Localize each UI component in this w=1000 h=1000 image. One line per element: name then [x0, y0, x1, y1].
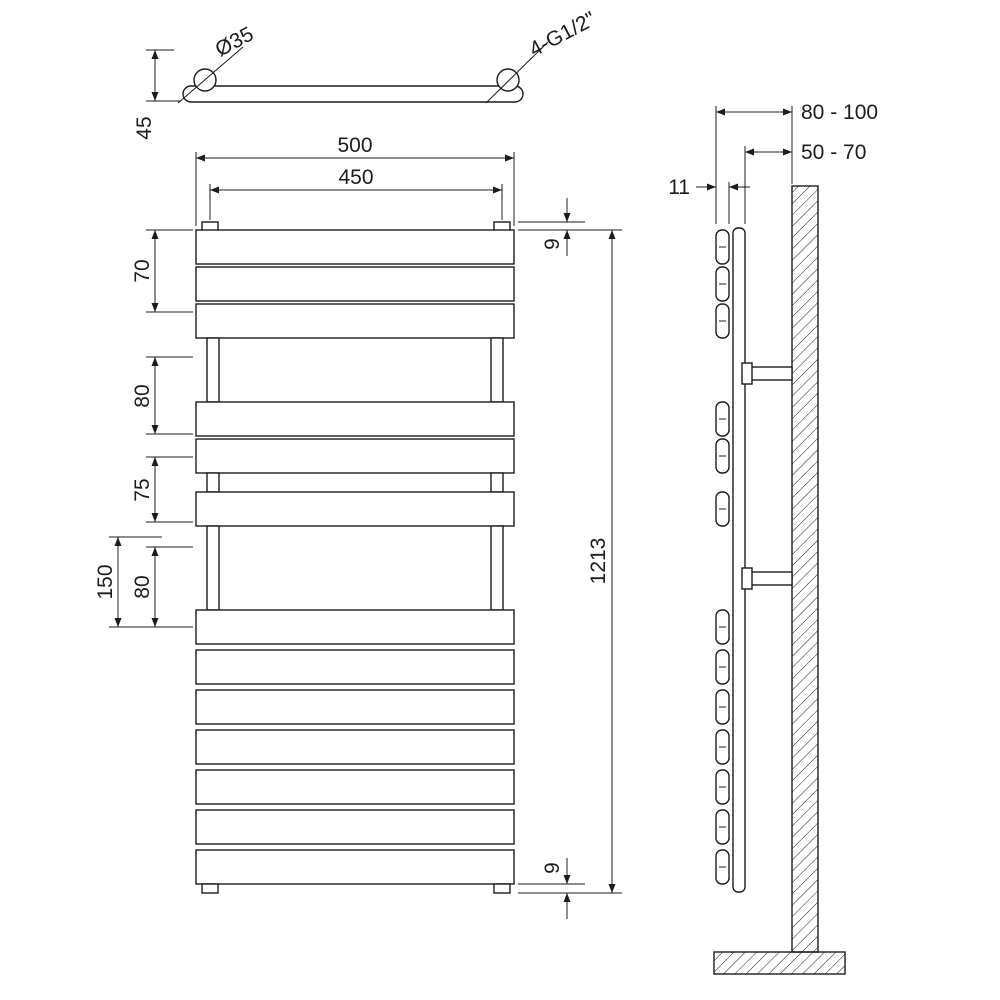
bottom-left-tab: [201, 883, 219, 894]
dim9top-label: 9: [541, 238, 564, 250]
top-view-rail: [182, 85, 524, 103]
riser-tube: [490, 472, 504, 493]
dim80b-label: 80: [131, 575, 154, 598]
bracket-clamp: [741, 567, 753, 590]
dim450-label: 450: [338, 166, 373, 189]
panel: [195, 303, 515, 339]
panel: [195, 266, 515, 302]
bottom-right-tab: [493, 883, 511, 894]
diameter-label: Ø35: [212, 22, 258, 61]
floor-section: [713, 951, 846, 975]
wall-section: [791, 185, 819, 953]
panel: [195, 649, 515, 685]
riser-tube: [490, 525, 504, 611]
dim50-70-label: 50 - 70: [801, 141, 866, 164]
diameter-leader-line: [177, 46, 244, 104]
side-view-dimensions: 80 - 100 50 - 70 11: [668, 101, 878, 224]
dim1213-label: 1213: [587, 538, 610, 585]
dim500-label: 500: [337, 134, 372, 157]
panel: [195, 689, 515, 725]
dim11-label: 11: [668, 176, 690, 199]
riser-tube: [206, 525, 220, 611]
riser-tube: [206, 472, 220, 493]
thread-label: 4-G1/2": [526, 7, 600, 61]
dim80a-label: 80: [131, 384, 154, 407]
panel: [195, 809, 515, 845]
panel: [195, 438, 515, 474]
dim9bot-label: 9: [541, 862, 564, 874]
dim80-100-label: 80 - 100: [801, 101, 878, 124]
riser-tube: [490, 337, 504, 403]
top-view: Ø35 4-G1/2" 45: [133, 7, 600, 139]
panel-sections: [715, 229, 730, 885]
side-view: [713, 185, 846, 975]
panel: [195, 229, 515, 265]
dim150-label: 150: [94, 564, 117, 599]
panel: [195, 401, 515, 437]
panel: [195, 609, 515, 645]
front-view: [195, 221, 515, 894]
collector-tube: [732, 227, 746, 893]
dim70-label: 70: [131, 259, 154, 282]
panel: [195, 769, 515, 805]
dim45-label: 45: [133, 116, 156, 139]
panel: [195, 849, 515, 885]
panel: [195, 729, 515, 765]
bracket-clamp: [741, 362, 753, 385]
riser-tube: [206, 337, 220, 403]
dim75-label: 75: [131, 478, 154, 501]
right-inlet-circle: [496, 68, 520, 92]
panel: [195, 491, 515, 527]
front-view-dimensions: 500 450 70 80 75 80 150 9: [94, 134, 622, 919]
thread-leader-line: [485, 41, 549, 104]
